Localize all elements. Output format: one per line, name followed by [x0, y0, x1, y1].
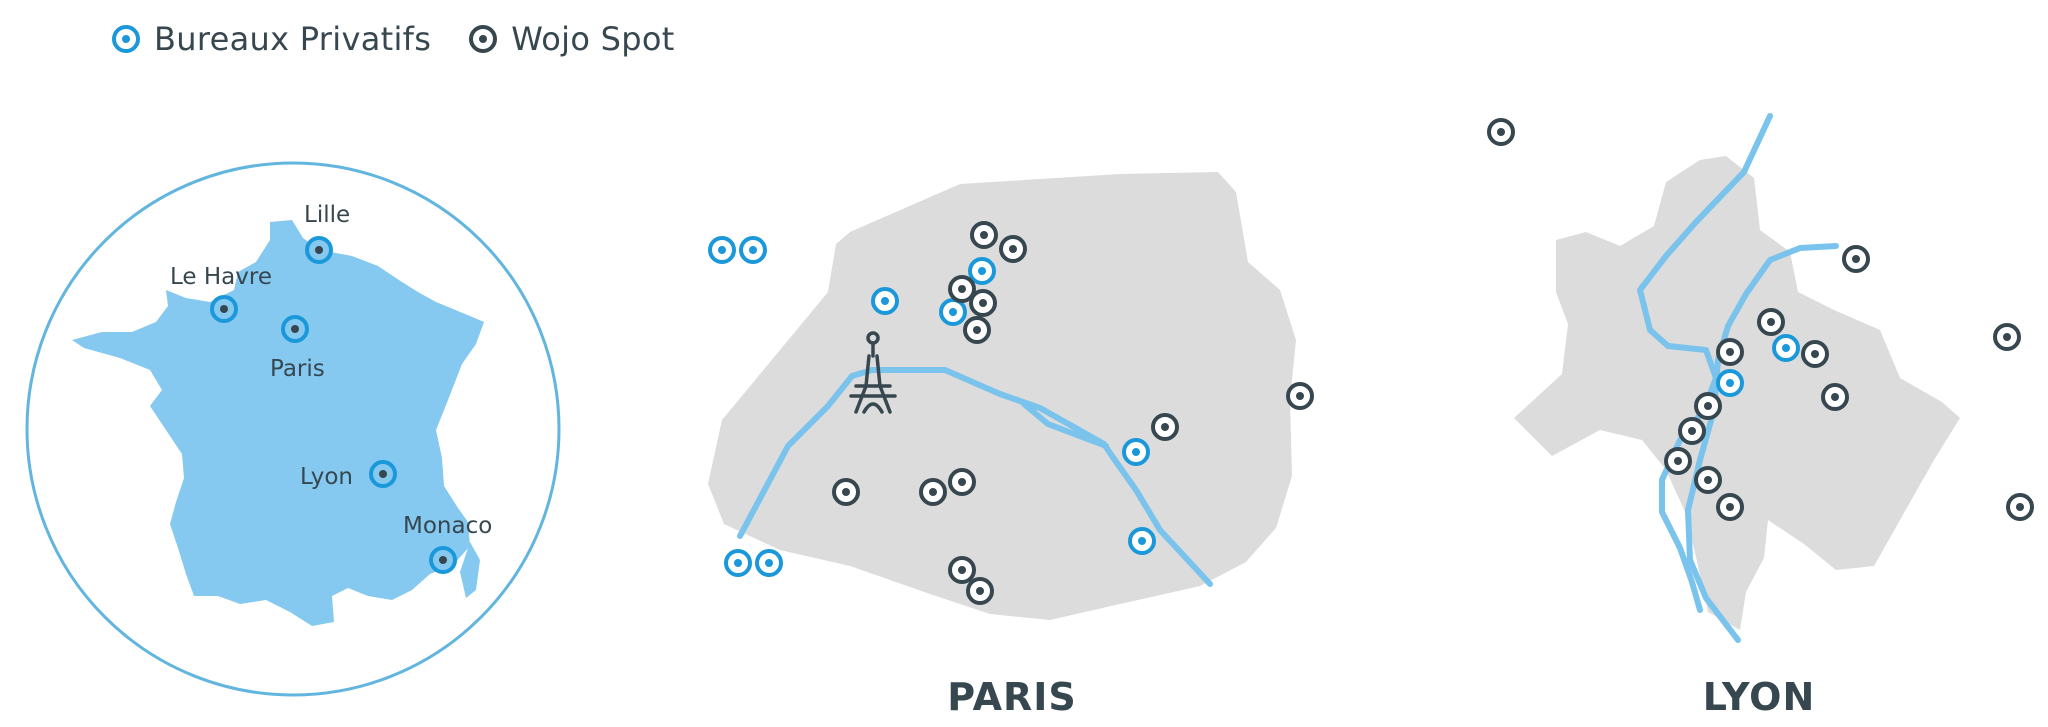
city-label-le-havre: Le Havre — [170, 264, 272, 290]
lyon-wojo-spot-marker[interactable] — [2006, 493, 2034, 521]
paris-title: PARIS — [947, 675, 1077, 719]
paris-bureaux-privatifs-marker[interactable] — [1128, 527, 1156, 555]
legend-label: Bureaux Privatifs — [154, 20, 432, 58]
city-label-lyon: Lyon — [300, 464, 353, 490]
marker-lyon[interactable] — [369, 460, 397, 488]
wojo-spot-marker-icon — [469, 25, 498, 53]
paris-wojo-spot-marker[interactable] — [969, 289, 997, 317]
paris-wojo-spot-marker[interactable] — [948, 556, 976, 584]
lyon-wojo-spot-marker[interactable] — [1993, 323, 2021, 351]
lyon-wojo-spot-marker[interactable] — [1757, 308, 1785, 336]
paris-wojo-spot-marker[interactable] — [1286, 382, 1314, 410]
marker-lille[interactable] — [305, 236, 333, 264]
lyon-wojo-spot-marker[interactable] — [1664, 447, 1692, 475]
paris-wojo-spot-marker[interactable] — [1151, 413, 1179, 441]
map-legend: Bureaux Privatifs Wojo Spot — [112, 14, 675, 64]
paris-bureaux-privatifs-marker[interactable] — [708, 236, 736, 264]
eiffel-tower-icon — [849, 331, 897, 414]
marker-monaco[interactable] — [429, 546, 457, 574]
city-label-lille: Lille — [304, 202, 350, 228]
paris-bureaux-privatifs-marker[interactable] — [939, 298, 967, 326]
paris-wojo-spot-marker[interactable] — [919, 478, 947, 506]
lyon-title: LYON — [1703, 675, 1816, 719]
paris-bureaux-privatifs-marker[interactable] — [724, 549, 752, 577]
paris-wojo-spot-marker[interactable] — [832, 478, 860, 506]
lyon-wojo-spot-marker[interactable] — [1487, 118, 1515, 146]
paris-bureaux-privatifs-marker[interactable] — [1122, 438, 1150, 466]
lyon-wojo-spot-marker[interactable] — [1694, 466, 1722, 494]
lyon-wojo-spot-marker[interactable] — [1801, 340, 1829, 368]
paris-wojo-spot-marker[interactable] — [963, 316, 991, 344]
legend-item-wojo-spot: Wojo Spot — [469, 20, 674, 58]
lyon-wojo-spot-marker[interactable] — [1694, 392, 1722, 420]
bureaux-marker-icon — [112, 25, 140, 53]
lyon-wojo-spot-marker[interactable] — [1678, 417, 1706, 445]
lyon-bureaux-privatifs-marker[interactable] — [1716, 369, 1744, 397]
paris-bureaux-privatifs-marker[interactable] — [755, 549, 783, 577]
paris-wojo-spot-marker[interactable] — [970, 221, 998, 249]
seine-river-paris — [737, 367, 1213, 587]
lyon-wojo-spot-marker[interactable] — [1716, 338, 1744, 366]
legend-label: Wojo Spot — [511, 20, 675, 58]
lyon-bureaux-privatifs-marker[interactable] — [1772, 334, 1800, 362]
paris-wojo-spot-marker[interactable] — [999, 235, 1027, 263]
lyon-map: LYON — [1487, 113, 2034, 719]
legend-item-bureaux-privatifs: Bureaux Privatifs — [112, 20, 431, 58]
saone-river-lyon — [1637, 113, 1773, 613]
rhone-river-lyon — [1685, 243, 1839, 643]
lyon-wojo-spot-marker[interactable] — [1842, 245, 1870, 273]
france-frame-circle — [25, 161, 561, 697]
marker-le-havre[interactable] — [210, 295, 238, 323]
paris-wojo-spot-marker[interactable] — [948, 468, 976, 496]
marker-paris[interactable] — [281, 315, 309, 343]
france-shape — [72, 220, 484, 626]
paris-wojo-spot-marker[interactable] — [966, 577, 994, 605]
paris-map: PARIS — [708, 172, 1314, 719]
paris-bureaux-privatifs-marker[interactable] — [871, 287, 899, 315]
corsica-shape — [460, 542, 480, 598]
paris-bureaux-privatifs-marker[interactable] — [739, 236, 767, 264]
lyon-wojo-spot-marker[interactable] — [1821, 383, 1849, 411]
city-label-paris: Paris — [270, 356, 325, 382]
paris-bureaux-privatifs-marker[interactable] — [968, 257, 996, 285]
city-label-monaco: Monaco — [403, 513, 492, 539]
france-map: Lille Le Havre Paris Lyon Monaco — [25, 161, 561, 697]
lyon-wojo-spot-marker[interactable] — [1716, 493, 1744, 521]
